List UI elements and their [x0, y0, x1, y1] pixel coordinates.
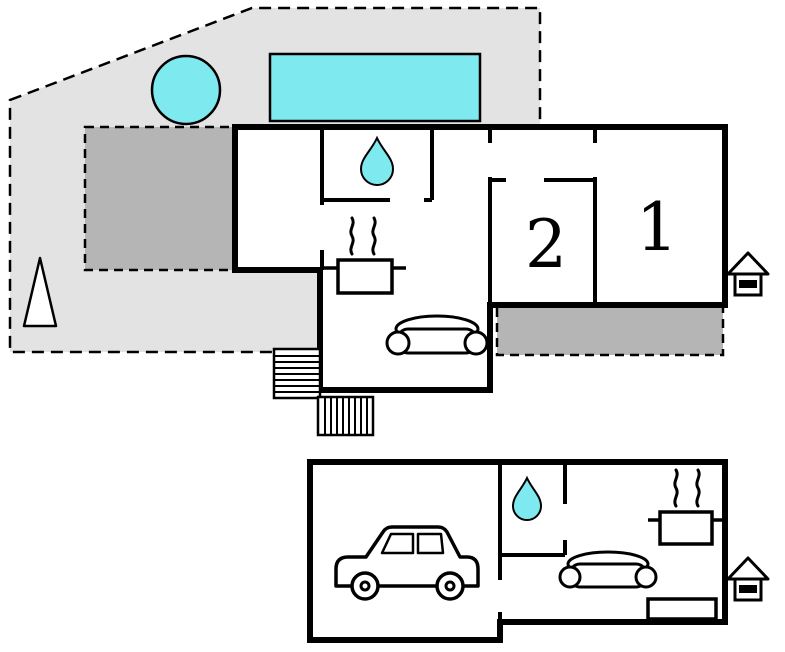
car-windows: [380, 532, 445, 555]
sofa-armrest: [463, 330, 489, 356]
stairs-icon: [272, 347, 375, 437]
car-icon: [334, 525, 480, 601]
stairs-treads: [324, 397, 368, 435]
steam-line: [673, 468, 679, 508]
pot-body: [658, 510, 714, 546]
sofa-armrest: [385, 330, 411, 356]
car-wheel: [435, 571, 465, 601]
pot-body: [336, 258, 394, 295]
entrance-band: [739, 280, 757, 288]
room-2-label: 2: [525, 206, 567, 283]
sofa-armrest: [634, 565, 658, 589]
entrance-icon-upper: [726, 251, 770, 297]
sofa-icon-lower: [558, 550, 658, 589]
car-wheel-hub: [359, 580, 371, 592]
round-pool: [150, 54, 222, 126]
terrace-upper: [83, 125, 237, 272]
entrance-band: [739, 585, 757, 593]
sofa-icon-upper: [385, 314, 489, 356]
room-1-label: 1: [636, 189, 678, 266]
steam-line: [371, 216, 377, 256]
sideboard: [646, 597, 718, 621]
water-drop-icon-upper: [359, 135, 395, 186]
stairs-treads: [274, 355, 320, 393]
car-wheel-hub: [444, 580, 456, 592]
sofa-armrest: [558, 565, 582, 589]
tree-icon: [22, 256, 58, 328]
water-drop-icon-lower: [511, 475, 543, 521]
entrance-roof: [726, 556, 770, 581]
car-wheel: [350, 571, 380, 601]
steam-line: [695, 468, 701, 508]
upper-floor-outline: [232, 124, 728, 393]
entrance-icon-lower: [726, 556, 770, 602]
terrace-lower: [495, 303, 725, 357]
stove-icon-lower: [648, 468, 723, 546]
pool: [268, 52, 482, 123]
entrance-roof: [726, 251, 770, 276]
steam-line: [349, 216, 355, 256]
stove-icon-upper: [324, 216, 406, 295]
stairs-flight-lower: [316, 395, 375, 437]
